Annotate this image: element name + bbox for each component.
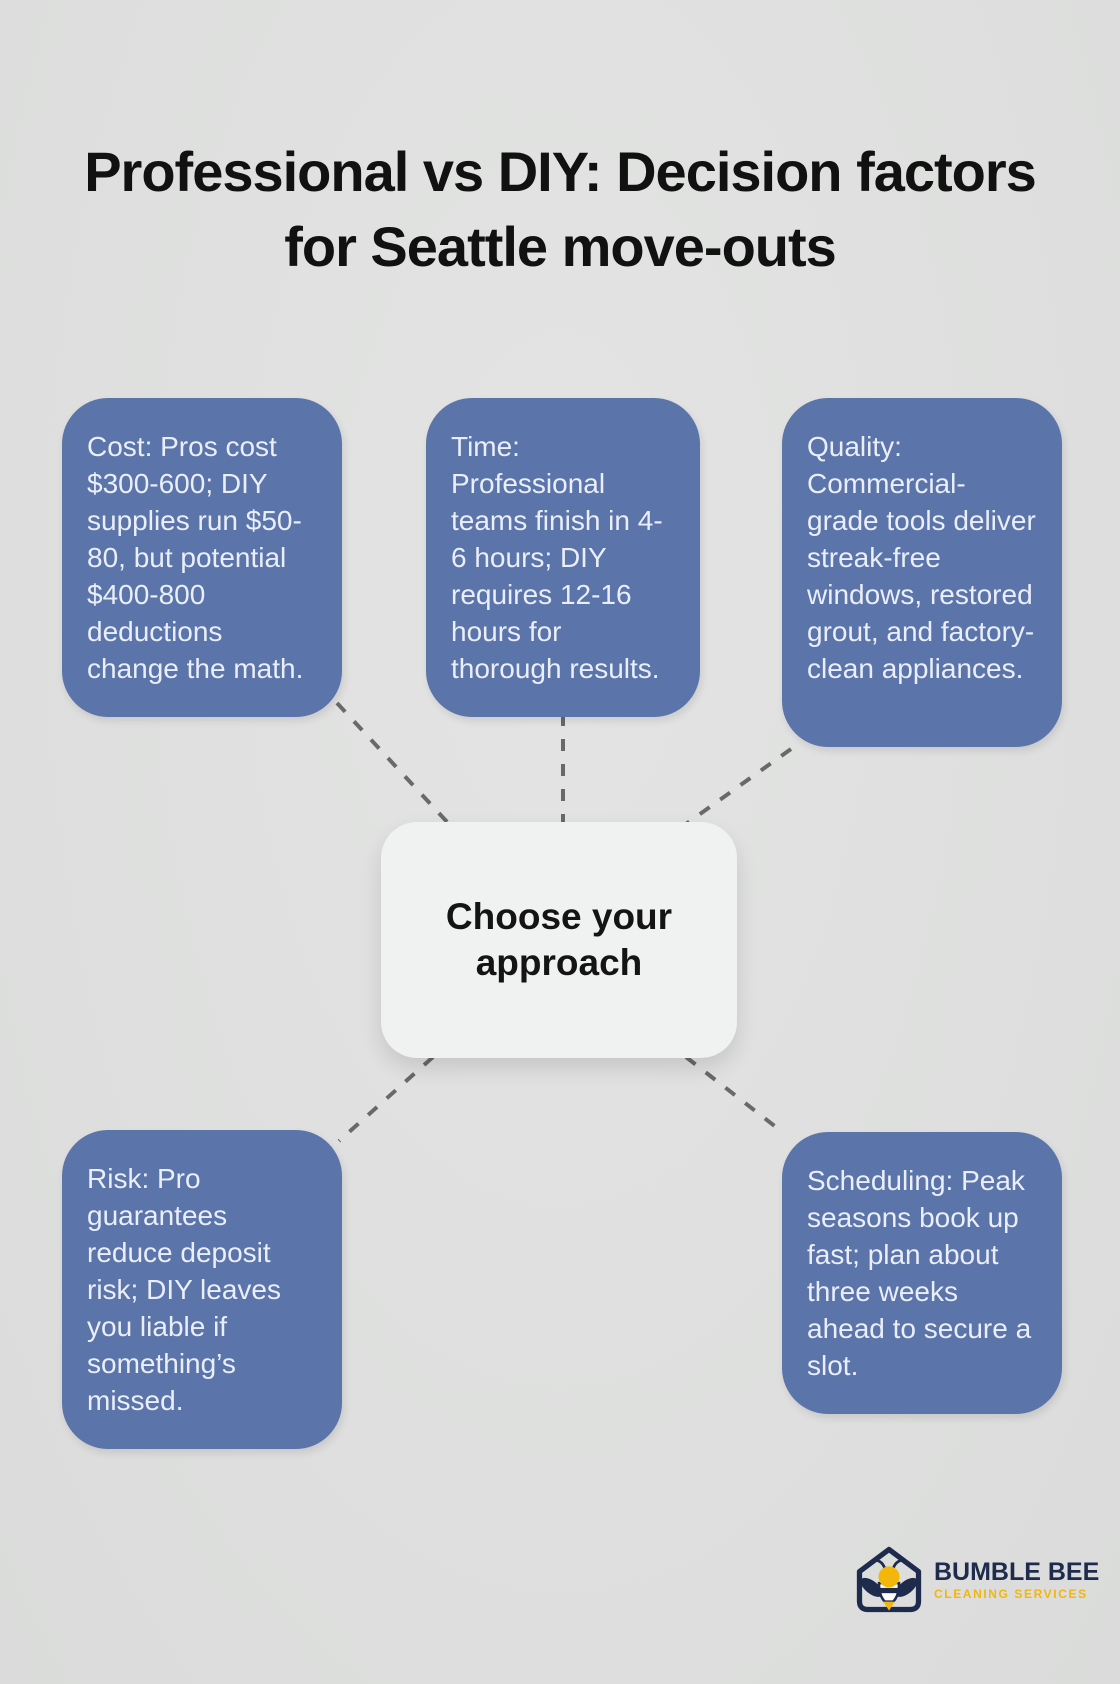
center-node: Choose your approach	[381, 822, 737, 1058]
connector-risk	[337, 1055, 435, 1143]
connector-scheduling	[684, 1055, 783, 1133]
logo-text: BUMBLE BEE CLEANING SERVICES	[934, 1559, 1099, 1602]
page-title: Professional vs DIY: Decision factors fo…	[84, 139, 1037, 278]
connector-cost	[335, 701, 451, 826]
factor-card-risk: Risk: Pro guarantees reduce deposit risk…	[62, 1130, 342, 1449]
factor-card-text: Time: Professional teams finish in 4-6 h…	[451, 431, 663, 684]
factor-card-text: Risk: Pro guarantees reduce deposit risk…	[87, 1163, 281, 1416]
factor-card-time: Time: Professional teams finish in 4-6 h…	[426, 398, 700, 717]
factor-card-scheduling: Scheduling: Peak seasons book up fast; p…	[782, 1132, 1062, 1414]
company-logo: BUMBLE BEE CLEANING SERVICES	[850, 1543, 1099, 1617]
factor-card-text: Cost: Pros cost $300-600; DIY supplies r…	[87, 431, 304, 684]
connector-quality	[684, 747, 793, 826]
logo-tagline: CLEANING SERVICES	[934, 1586, 1088, 1601]
center-node-label: Choose your approach	[445, 896, 673, 983]
logo-name: BUMBLE BEE	[934, 1557, 1100, 1586]
house-bee-logo-icon	[856, 1546, 922, 1613]
factor-card-cost: Cost: Pros cost $300-600; DIY supplies r…	[62, 398, 342, 717]
factor-card-text: Quality: Commercial-grade tools deliver …	[807, 431, 1036, 684]
factor-card-text: Scheduling: Peak seasons book up fast; p…	[807, 1165, 1032, 1381]
factor-card-quality: Quality: Commercial-grade tools deliver …	[782, 398, 1062, 747]
